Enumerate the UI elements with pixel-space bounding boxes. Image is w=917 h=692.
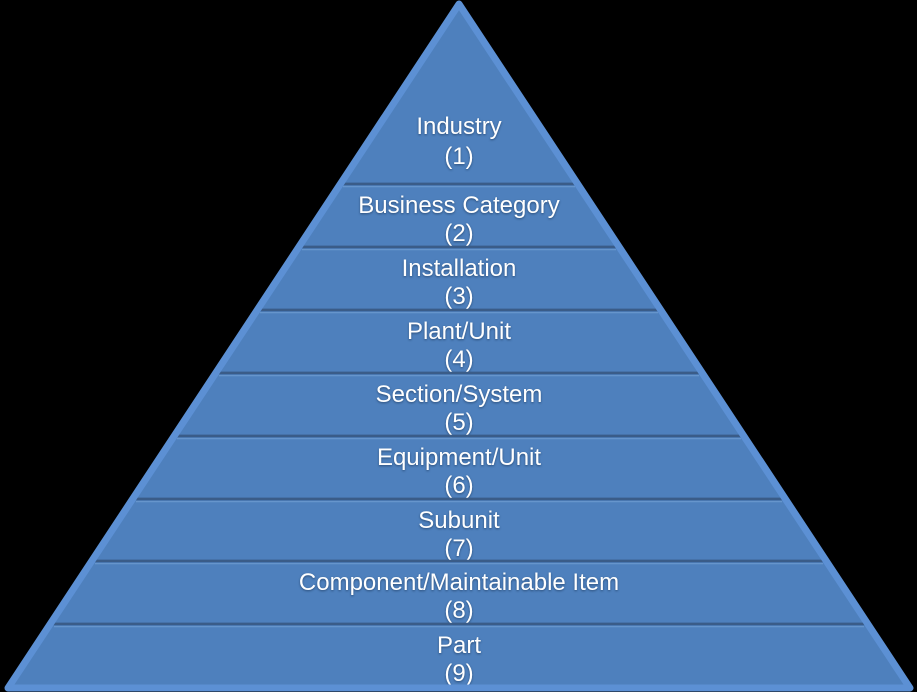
pyramid-level-1-number: (1) (444, 143, 473, 170)
pyramid-level-9: Part (9) (5, 622, 913, 690)
pyramid-level-3-label: Installation (402, 255, 517, 282)
pyramid-level-6-number: (6) (444, 472, 473, 499)
pyramid-level-4-label: Plant/Unit (407, 318, 511, 345)
pyramid-level-8-number: (8) (444, 597, 473, 624)
pyramid-level-1-label: Industry (416, 113, 501, 140)
pyramid-level-2-label: Business Category (358, 192, 559, 219)
pyramid-level-2-number: (2) (444, 220, 473, 247)
pyramid-level-4: Plant/Unit (4) (213, 308, 705, 375)
pyramid-level-5-number: (5) (444, 409, 473, 436)
pyramid-level-9-number: (9) (444, 660, 473, 687)
pyramid-level-2: Business Category (2) (296, 182, 622, 249)
pyramid-outline (4, 0, 914, 692)
pyramid-level-1: Industry (1) (338, 1, 580, 186)
pyramid-level-8-label: Component/Maintainable Item (299, 569, 619, 596)
pyramid-level-5: Section/System (5) (171, 371, 747, 438)
pyramid-level-9-label: Part (437, 632, 481, 659)
pyramid-level-3-number: (3) (444, 283, 473, 310)
pyramid-level-6-label: Equipment/Unit (377, 444, 541, 471)
pyramid-level-5-label: Section/System (376, 381, 543, 408)
pyramid-level-6: Equipment/Unit (6) (130, 434, 788, 501)
pyramid-level-8: Component/Maintainable Item (8) (47, 559, 871, 626)
pyramid-level-7: Subunit (7) (89, 497, 829, 563)
pyramid-level-4-number: (4) (444, 346, 473, 373)
pyramid-level-3: Installation (3) (254, 245, 664, 312)
pyramid-level-7-label: Subunit (418, 507, 500, 534)
pyramid-level-7-number: (7) (444, 535, 473, 562)
